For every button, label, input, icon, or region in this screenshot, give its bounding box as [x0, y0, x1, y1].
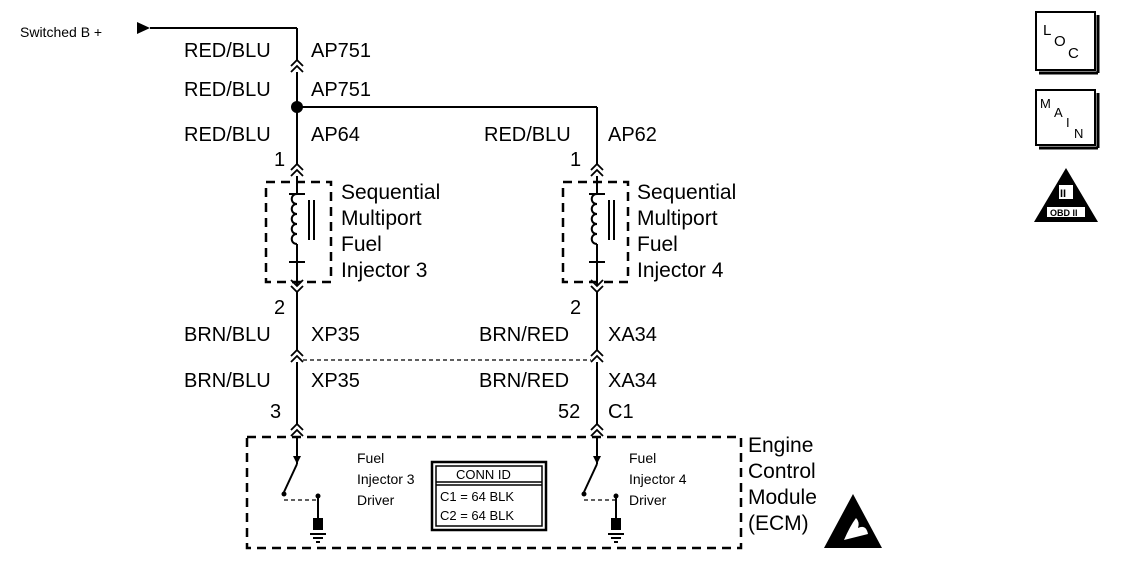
- right-ecm-pin: 52: [558, 401, 580, 423]
- injector-3-label-4: Injector 3: [341, 259, 427, 282]
- driver-3-label-1: Fuel: [357, 450, 384, 466]
- injector-4-label-4: Injector 4: [637, 259, 724, 282]
- left-ecm-pin: 3: [270, 401, 281, 423]
- injector-4-label-2: Multiport: [637, 207, 718, 230]
- driver-3-label-2: Injector 3: [357, 471, 415, 487]
- coil-icon: [590, 193, 598, 245]
- left-wire3-circuit: AP64: [311, 124, 360, 146]
- ecm-label-2: Control: [748, 460, 816, 483]
- injector-3-label-3: Fuel: [341, 233, 382, 256]
- inline-connector-icon: [590, 348, 604, 363]
- right-pin-bottom: 2: [570, 297, 581, 319]
- conn-id-row-2: C2 = 64 BLK: [440, 508, 514, 523]
- right-pin-top: 1: [570, 149, 581, 171]
- inline-connector-icon: [290, 58, 304, 73]
- right-wire4-color: BRN/RED: [479, 324, 569, 346]
- switch-blade: [583, 463, 598, 493]
- injector-4-label-3: Fuel: [637, 233, 678, 256]
- driver-arrow-icon: [593, 456, 601, 464]
- switch-blade: [283, 463, 298, 493]
- left-pin-top: 1: [274, 149, 285, 171]
- connector-chevron-icon: [290, 422, 304, 437]
- right-wire3-circuit: AP62: [608, 124, 657, 146]
- left-wire2-color: RED/BLU: [184, 79, 271, 101]
- power-arrow-icon: [137, 22, 150, 34]
- loc-icon[interactable]: L O C: [1035, 11, 1100, 75]
- switched-b-plus-label: Switched B +: [20, 24, 102, 40]
- driver-arrow-icon: [293, 456, 301, 464]
- switch-contact: [315, 493, 321, 499]
- main-letter-m: M: [1040, 96, 1051, 111]
- ecm-connector-id: C1: [608, 401, 634, 423]
- left-wire3-color: RED/BLU: [184, 124, 271, 146]
- driver-4-label-3: Driver: [629, 492, 667, 508]
- connector-chevron-icon: [590, 422, 604, 437]
- switch-contact: [613, 493, 619, 499]
- left-pin-bottom: 2: [274, 297, 285, 319]
- injector-4-driver-switch: [581, 436, 624, 543]
- loc-letter-l: L: [1043, 22, 1051, 39]
- injector-4: [561, 162, 630, 294]
- obd-ii-icon[interactable]: II OBD II: [1034, 168, 1098, 222]
- main-letter-n: N: [1074, 126, 1083, 141]
- connector-chevron-icon: [290, 162, 304, 177]
- esd-hand: [844, 518, 868, 540]
- injector-3-label-2: Multiport: [341, 207, 422, 230]
- right-wire5-circuit: XA34: [608, 370, 657, 392]
- inline-connector-icon: [290, 348, 304, 363]
- driver-4-label-2: Injector 4: [629, 471, 687, 487]
- left-wire1-color: RED/BLU: [184, 40, 271, 62]
- obd-badge: [1059, 185, 1073, 199]
- injector-3-label-1: Sequential: [341, 181, 440, 204]
- driver-3-label-3: Driver: [357, 492, 395, 508]
- conn-id-row-1: C1 = 64 BLK: [440, 489, 514, 504]
- conn-id-outer: [430, 460, 548, 532]
- switch-contact: [281, 491, 287, 497]
- left-wire1-circuit: AP751: [311, 40, 371, 62]
- injector-4-label-1: Sequential: [637, 181, 736, 204]
- left-wire5-color: BRN/BLU: [184, 370, 271, 392]
- injector-3-driver-switch: [281, 436, 326, 543]
- conn-id-title: CONN ID: [456, 467, 511, 482]
- main-icon[interactable]: M A I N: [1035, 89, 1100, 150]
- esd-triangle: [824, 494, 882, 548]
- driver-4-label-1: Fuel: [629, 450, 656, 466]
- obd-label-bg: [1047, 207, 1085, 217]
- conn-id-inner: [435, 465, 543, 527]
- left-wire5-circuit: XP35: [311, 370, 360, 392]
- coil-icon: [290, 193, 298, 245]
- ecm-label-1: Engine: [748, 434, 813, 457]
- ecm-label-3: Module: [748, 486, 817, 509]
- left-wire4-color: BRN/BLU: [184, 324, 271, 346]
- conn-id-table: [430, 460, 548, 532]
- ground-block: [611, 518, 621, 530]
- main-letter-a: A: [1054, 105, 1063, 120]
- main-letter-i: I: [1066, 115, 1070, 130]
- ecm-label-4: (ECM): [748, 512, 809, 535]
- connector-chevron-icon: [590, 162, 604, 177]
- switch-contact: [581, 491, 587, 497]
- left-wire2-circuit: AP751: [311, 79, 371, 101]
- loc-letter-c: C: [1068, 45, 1079, 62]
- right-wire3-color: RED/BLU: [484, 124, 571, 146]
- right-wire4-circuit: XA34: [608, 324, 657, 346]
- ecm-housing: [245, 435, 743, 550]
- esd-warning-icon: [824, 494, 882, 548]
- left-wire4-circuit: XP35: [311, 324, 360, 346]
- loc-letter-o: O: [1054, 33, 1066, 50]
- injector-3: [264, 162, 333, 294]
- injector-4-housing: [561, 180, 630, 284]
- main-icon-frame: [1035, 89, 1096, 146]
- injector-3-housing: [264, 180, 333, 284]
- loc-icon-frame: [1035, 11, 1096, 71]
- obd-label: OBD II: [1050, 208, 1078, 218]
- right-wire5-color: BRN/RED: [479, 370, 569, 392]
- obd-numeral: II: [1060, 188, 1066, 200]
- ground-block: [313, 518, 323, 530]
